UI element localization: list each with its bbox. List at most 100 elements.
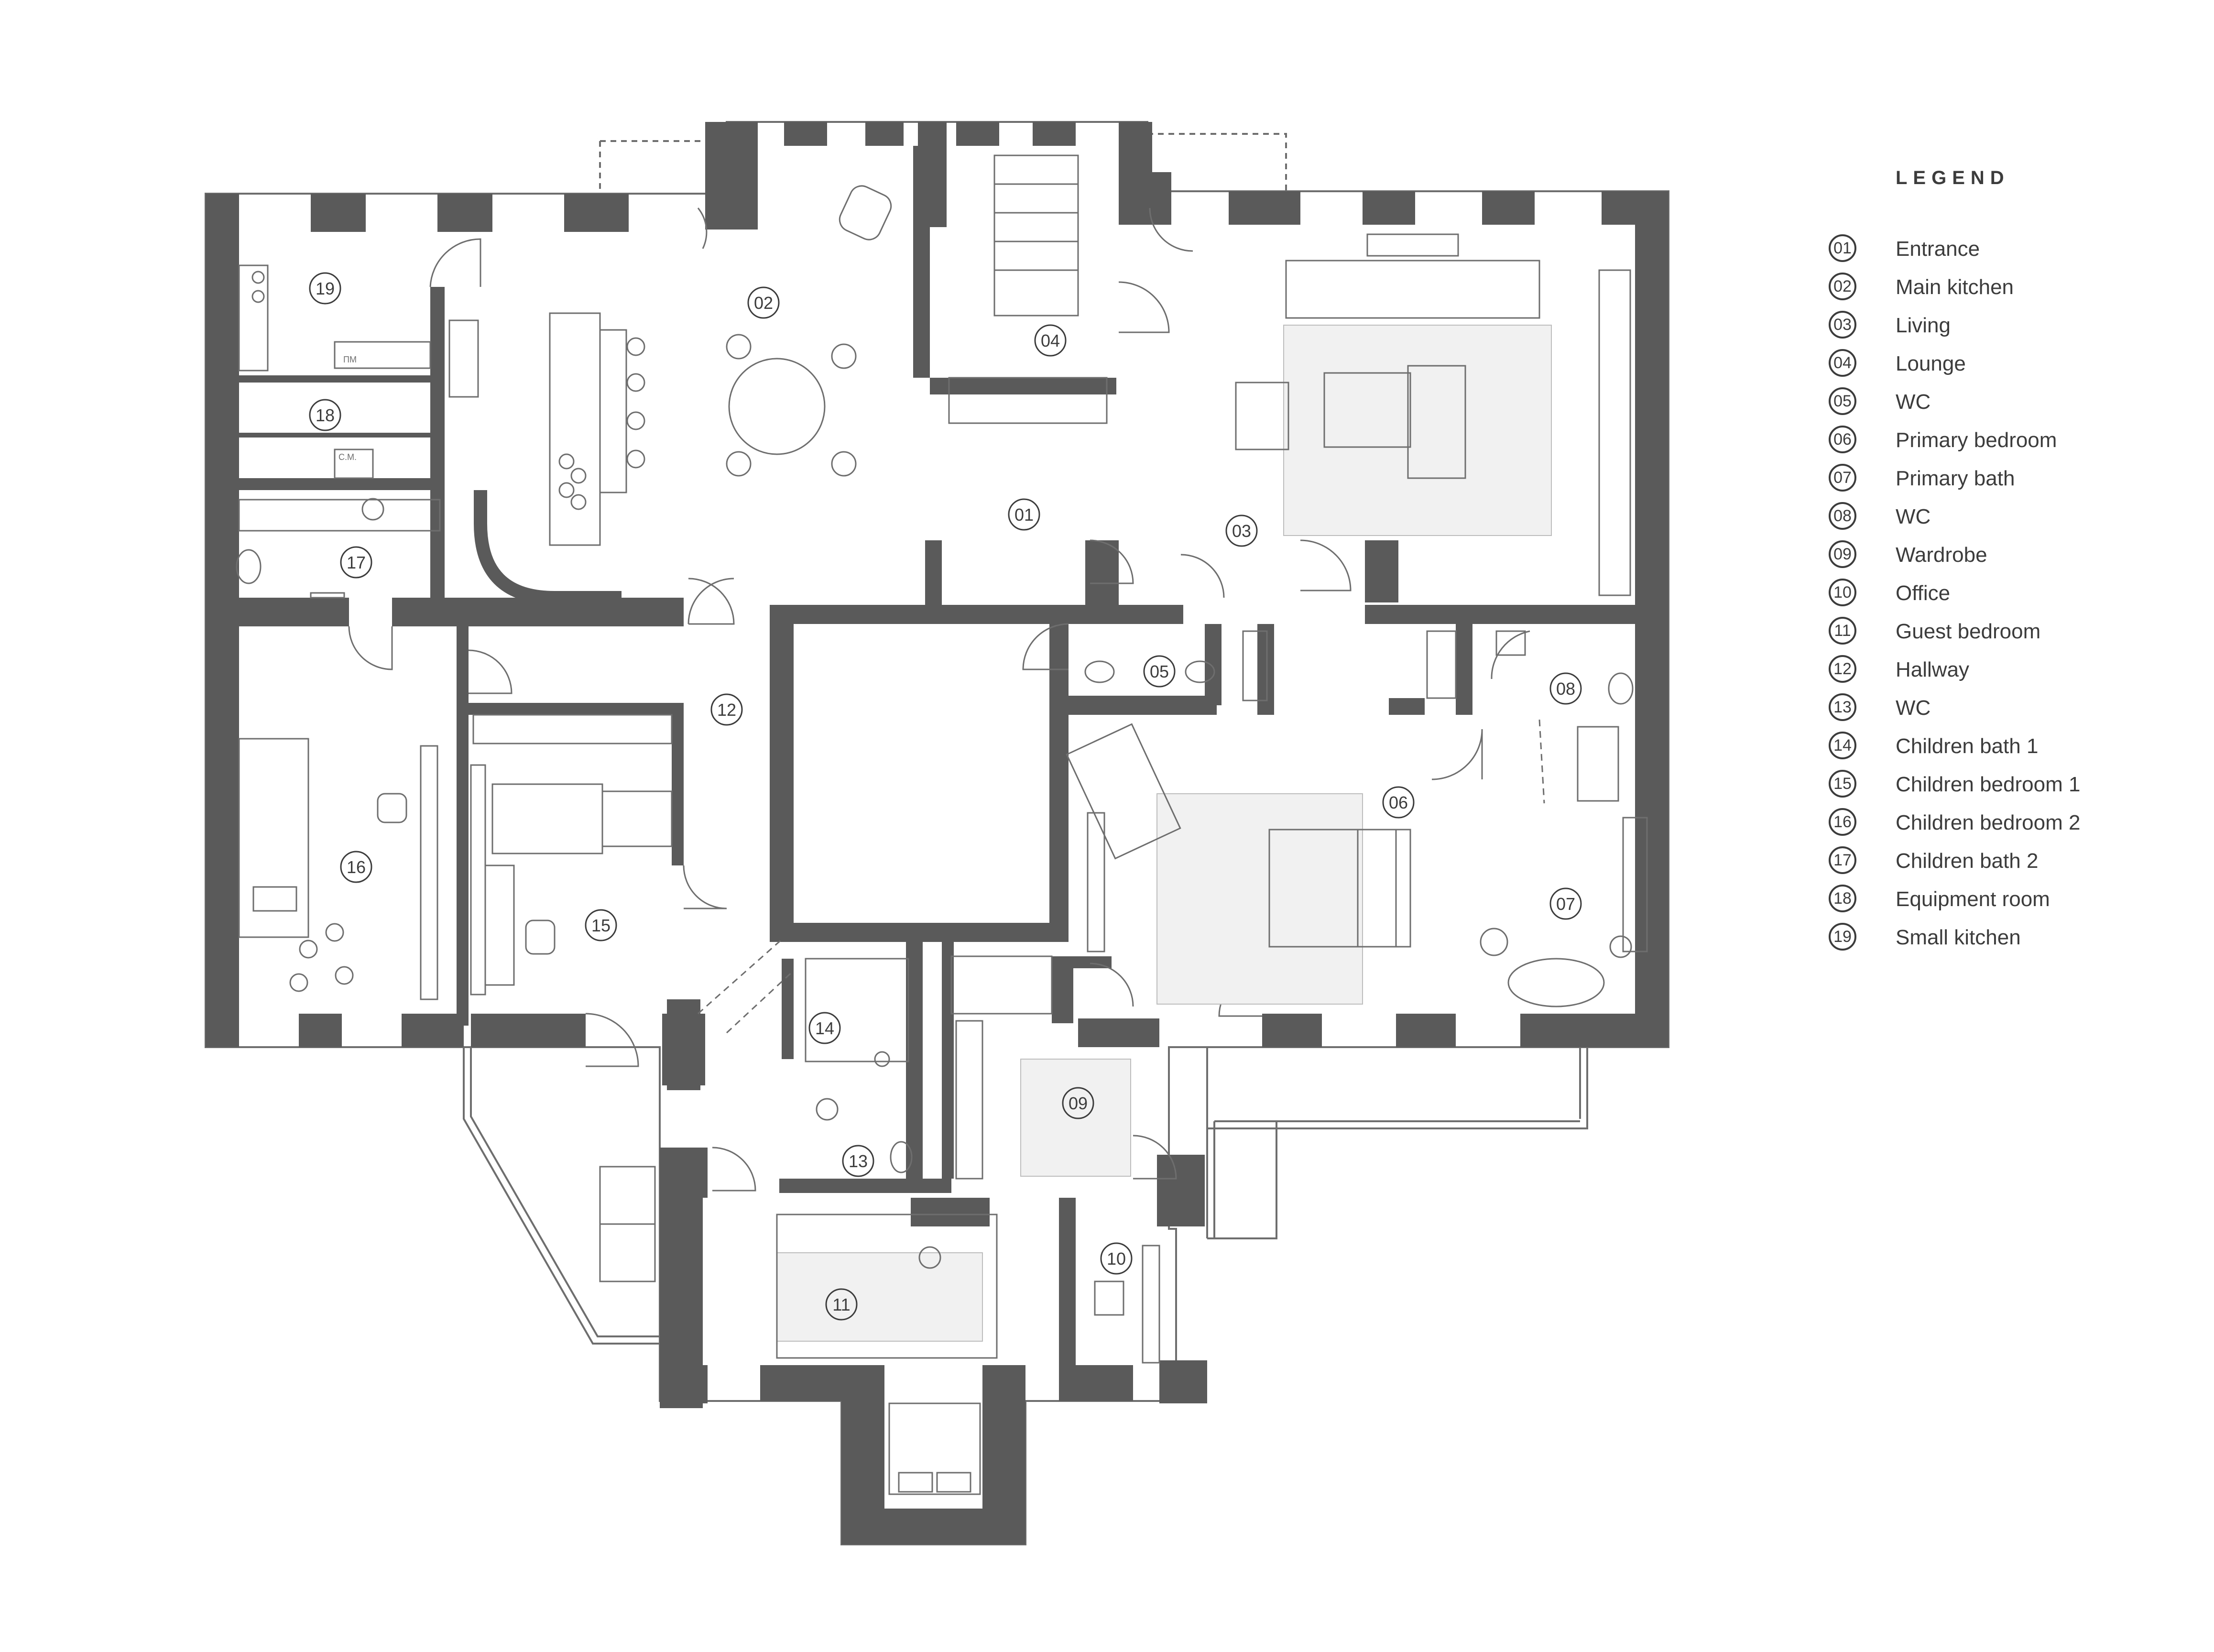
legend-item: 08 WC <box>1829 502 2163 540</box>
legend-item: 14 Children bath 1 <box>1829 732 2163 770</box>
svg-text:10: 10 <box>1107 1249 1126 1269</box>
room-marker-11: 11 <box>825 1288 858 1321</box>
svg-text:01: 01 <box>1014 505 1034 525</box>
legend-item: 13 WC <box>1829 693 2163 732</box>
room-marker-03: 03 <box>1225 514 1258 547</box>
svg-text:18: 18 <box>316 405 335 425</box>
legend-item-label: Living <box>1896 314 1951 337</box>
legend-item: 12 Hallway <box>1829 655 2163 693</box>
room-marker-09: 09 <box>1062 1087 1094 1119</box>
room-marker-04: 04 <box>1034 324 1067 357</box>
legend-item-number: 01 <box>1829 234 1856 262</box>
room-marker-17: 17 <box>340 546 372 579</box>
legend-item-number: 19 <box>1829 923 1856 951</box>
room-marker-06: 06 <box>1382 786 1415 819</box>
legend-item: 16 Children bedroom 2 <box>1829 808 2163 846</box>
room-marker-18: 18 <box>309 399 341 431</box>
room-marker-15: 15 <box>585 909 617 941</box>
legend-item-number: 10 <box>1829 579 1856 606</box>
svg-text:08: 08 <box>1556 679 1575 699</box>
legend-item-number: 16 <box>1829 808 1856 836</box>
legend-item: 02 Main kitchen <box>1829 273 2163 311</box>
svg-text:09: 09 <box>1069 1094 1088 1113</box>
legend-item-number: 07 <box>1829 464 1856 492</box>
legend-item: 06 Primary bedroom <box>1829 426 2163 464</box>
legend-item-label: Equipment room <box>1896 887 2050 911</box>
room-marker-01: 01 <box>1008 498 1040 531</box>
legend-item-label: Small kitchen <box>1896 926 2021 949</box>
legend-item: 05 WC <box>1829 387 2163 426</box>
legend-item-label: WC <box>1896 390 1931 414</box>
legend-item-label: WC <box>1896 696 1931 720</box>
room-marker-13: 13 <box>842 1145 874 1177</box>
small-kitchen-appliance-label: ПМ <box>343 355 357 364</box>
room-marker-08: 08 <box>1549 672 1582 705</box>
legend-item-number: 06 <box>1829 426 1856 453</box>
room-marker-14: 14 <box>808 1012 841 1044</box>
room-marker-12: 12 <box>710 693 743 726</box>
legend-item-number: 02 <box>1829 273 1856 300</box>
svg-text:13: 13 <box>849 1151 868 1171</box>
room-marker-07: 07 <box>1549 887 1582 920</box>
svg-text:12: 12 <box>717 700 736 720</box>
legend-item-label: Children bedroom 2 <box>1896 811 2081 834</box>
svg-text:16: 16 <box>347 857 366 877</box>
legend-item-number: 17 <box>1829 846 1856 874</box>
legend-item-label: Children bath 2 <box>1896 849 2039 873</box>
legend-item-number: 03 <box>1829 311 1856 339</box>
svg-text:19: 19 <box>316 279 335 298</box>
room-marker-16: 16 <box>340 851 372 883</box>
legend-item-number: 09 <box>1829 540 1856 568</box>
svg-text:11: 11 <box>832 1295 850 1314</box>
svg-text:07: 07 <box>1556 894 1575 914</box>
svg-text:03: 03 <box>1232 521 1251 541</box>
svg-text:17: 17 <box>347 553 366 572</box>
legend-item: 15 Children bedroom 1 <box>1829 770 2163 808</box>
legend-item-number: 05 <box>1829 387 1856 415</box>
legend-item-label: Entrance <box>1896 237 1980 261</box>
legend-item: 11 Guest bedroom <box>1829 617 2163 655</box>
legend-title: LEGEND <box>1896 167 2010 188</box>
svg-text:06: 06 <box>1389 793 1408 812</box>
legend-item-label: Wardrobe <box>1896 543 1987 567</box>
legend-item: 10 Office <box>1829 579 2163 617</box>
legend-item: 03 Living <box>1829 311 2163 349</box>
legend-item: 17 Children bath 2 <box>1829 846 2163 885</box>
legend-item-label: Primary bedroom <box>1896 428 2057 452</box>
legend-item-number: 18 <box>1829 885 1856 912</box>
svg-text:14: 14 <box>815 1018 834 1038</box>
legend-item-label: Children bath 1 <box>1896 734 2039 758</box>
legend-item-label: Primary bath <box>1896 467 2015 490</box>
legend-item-number: 11 <box>1829 617 1856 645</box>
legend-item-number: 08 <box>1829 502 1856 530</box>
svg-text:02: 02 <box>754 293 773 313</box>
legend-item-label: Hallway <box>1896 658 1970 681</box>
legend-item-number: 15 <box>1829 770 1856 798</box>
svg-text:05: 05 <box>1150 662 1169 681</box>
legend-item-label: WC <box>1896 505 1931 528</box>
legend-item: 09 Wardrobe <box>1829 540 2163 579</box>
equipment-unit-label: С.М. <box>338 452 357 462</box>
legend-item-label: Children bedroom 1 <box>1896 773 2081 796</box>
room-marker-02: 02 <box>747 286 780 319</box>
legend-item-label: Main kitchen <box>1896 275 2014 299</box>
svg-text:04: 04 <box>1041 331 1060 350</box>
room-marker-19: 19 <box>309 272 341 305</box>
legend-item: 07 Primary bath <box>1829 464 2163 502</box>
legend-item-label: Lounge <box>1896 352 1966 375</box>
svg-text:15: 15 <box>591 916 611 935</box>
room-marker-10: 10 <box>1100 1242 1133 1275</box>
legend-item-label: Guest bedroom <box>1896 620 2041 643</box>
legend-item: 01 Entrance <box>1829 234 2163 273</box>
room-marker-05: 05 <box>1143 655 1176 688</box>
legend-item: 18 Equipment room <box>1829 885 2163 923</box>
legend-item: 19 Small kitchen <box>1829 923 2163 961</box>
legend-item-number: 14 <box>1829 732 1856 759</box>
legend-item-label: Office <box>1896 581 1951 605</box>
legend-item-number: 12 <box>1829 655 1856 683</box>
legend-item-number: 13 <box>1829 693 1856 721</box>
